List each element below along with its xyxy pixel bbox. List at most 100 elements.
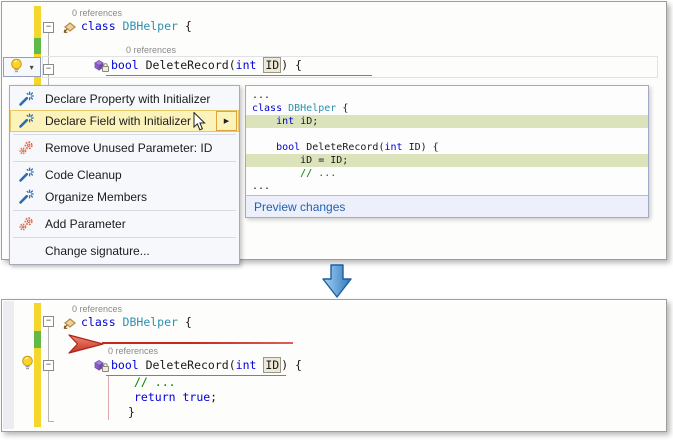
- code-token: DeleteRecord(: [145, 358, 236, 372]
- code-token: // ...: [134, 375, 176, 389]
- menu-item-label: Add Parameter: [45, 217, 126, 231]
- code-token: int: [235, 58, 264, 72]
- codelens-references[interactable]: 0 references: [126, 45, 177, 55]
- codelens-references[interactable]: 0 references: [108, 346, 159, 356]
- chevron-down-icon: ▾: [29, 62, 34, 72]
- code-token: class: [252, 103, 289, 114]
- magic-wand-icon: [18, 91, 34, 107]
- code-line-comment[interactable]: // ...: [134, 375, 176, 390]
- code-line-return[interactable]: return true;: [134, 390, 217, 405]
- coderush-target-underline: [106, 375, 286, 376]
- menu-separator: [13, 237, 236, 238]
- fold-collapse-box[interactable]: −: [43, 316, 54, 327]
- code-token: true: [182, 390, 211, 404]
- code-line-class[interactable]: class DBHelper {: [81, 19, 192, 34]
- menu-separator: [13, 210, 236, 211]
- preview-added-line: iD = ID;: [246, 154, 648, 167]
- menu-separator: [13, 134, 236, 135]
- code-token: [252, 168, 300, 179]
- menu-item-label: Declare Field with Initializer: [45, 114, 192, 128]
- code-token: ID: [263, 57, 282, 73]
- menu-item-label: Change signature...: [45, 244, 150, 258]
- preview-code-line: [246, 128, 648, 141]
- preview-code-block: ...class DBHelper { int iD; bool DeleteR…: [246, 86, 648, 195]
- menu-separator: [13, 161, 236, 162]
- menu-item-code-cleanup[interactable]: Code Cleanup: [10, 164, 239, 186]
- code-token: ) {: [281, 58, 302, 72]
- magic-wand-icon: [18, 167, 34, 183]
- lightbulb-icon[interactable]: [21, 355, 35, 372]
- submenu-arrow-icon[interactable]: ▶: [216, 111, 237, 131]
- coderush-target-underline: [106, 75, 372, 76]
- editor-after: − − 0 references class DBHelper { 0 refe…: [1, 299, 667, 432]
- code-token: DBHelper: [122, 19, 185, 33]
- transition-down-arrow-icon: [322, 264, 352, 304]
- mouse-cursor-icon: [193, 111, 207, 137]
- fold-guide-line: [48, 325, 49, 421]
- code-token: [252, 142, 276, 153]
- code-token: {: [184, 315, 192, 329]
- code-token: DeleteRecord(: [306, 142, 385, 153]
- menu-item-label: Remove Unused Parameter: ID: [45, 141, 213, 155]
- private-method-icon: [93, 359, 109, 377]
- fold-collapse-box[interactable]: −: [43, 64, 54, 75]
- magic-wand-icon: [18, 113, 34, 129]
- lightbulb-actions-button[interactable]: ▾: [3, 57, 41, 77]
- code-token: DBHelper: [122, 315, 185, 329]
- preview-added-line: int iD;: [246, 115, 648, 128]
- preview-changes-link[interactable]: Preview changes: [254, 199, 346, 214]
- preview-code-line: bool DeleteRecord(int ID) {: [246, 141, 648, 154]
- fold-guide-end: [48, 421, 54, 422]
- code-token: ...: [252, 181, 271, 192]
- menu-item-change-signature[interactable]: Change signature...: [10, 240, 239, 262]
- menu-item-declare-property-with-initializer[interactable]: Declare Property with Initializer: [10, 88, 239, 110]
- code-token: }: [128, 405, 135, 419]
- code-token: return: [134, 390, 183, 404]
- code-token: ID: [263, 357, 282, 373]
- class-icon: [63, 21, 77, 39]
- track-changes-bar-green: [34, 38, 41, 54]
- insertion-marker-line: [102, 342, 293, 344]
- menu-item-remove-unused-parameter-id[interactable]: Remove Unused Parameter: ID: [10, 137, 239, 159]
- magic-wand-icon: [18, 189, 34, 205]
- fold-collapse-box[interactable]: −: [43, 22, 54, 33]
- preview-code-line: ...: [246, 89, 648, 102]
- structure-guide-line: [108, 376, 109, 420]
- menu-item-label: Organize Members: [45, 190, 148, 204]
- lightbulb-icon: [10, 58, 23, 77]
- code-token: bool: [111, 358, 146, 372]
- menu-item-label: Declare Property with Initializer: [45, 92, 211, 106]
- codelens-references[interactable]: 0 references: [72, 8, 123, 18]
- code-line-method[interactable]: bool DeleteRecord(int ID) {: [111, 57, 302, 73]
- menu-item-label: Code Cleanup: [45, 168, 122, 182]
- insertion-marker-arrow-icon: [68, 334, 105, 359]
- private-method-icon: [93, 59, 109, 77]
- code-token: iD = ID;: [252, 155, 349, 166]
- preview-code-line: class DBHelper {: [246, 102, 648, 115]
- preview-code-line: ...: [246, 180, 648, 193]
- codelens-references[interactable]: 0 references: [72, 304, 123, 314]
- code-line-closing-brace[interactable]: }: [128, 405, 135, 420]
- fold-collapse-box[interactable]: −: [43, 360, 54, 371]
- code-token: int: [235, 358, 264, 372]
- menu-item-declare-field-with-initializer[interactable]: Declare Field with Initializer ▶: [10, 110, 239, 132]
- track-changes-bar-yellow: [34, 303, 41, 427]
- code-line-class[interactable]: class DBHelper {: [81, 315, 192, 330]
- code-token: class: [81, 19, 123, 33]
- code-token: ...: [252, 90, 271, 101]
- menu-item-organize-members[interactable]: Organize Members: [10, 186, 239, 208]
- menu-item-add-parameter[interactable]: Add Parameter: [10, 213, 239, 235]
- code-line-method[interactable]: bool DeleteRecord(int ID) {: [111, 357, 302, 373]
- preview-footer: Preview changes: [246, 195, 648, 217]
- indicator-margin: [3, 301, 14, 429]
- code-token: bool: [276, 142, 307, 153]
- code-token: // ...: [300, 168, 337, 179]
- code-token: {: [342, 103, 349, 114]
- code-token: {: [184, 19, 192, 33]
- code-token: DeleteRecord(: [145, 58, 236, 72]
- code-token: int: [384, 142, 409, 153]
- code-token: iD;: [300, 116, 319, 127]
- code-token: [252, 116, 276, 127]
- no-icon: [18, 243, 34, 259]
